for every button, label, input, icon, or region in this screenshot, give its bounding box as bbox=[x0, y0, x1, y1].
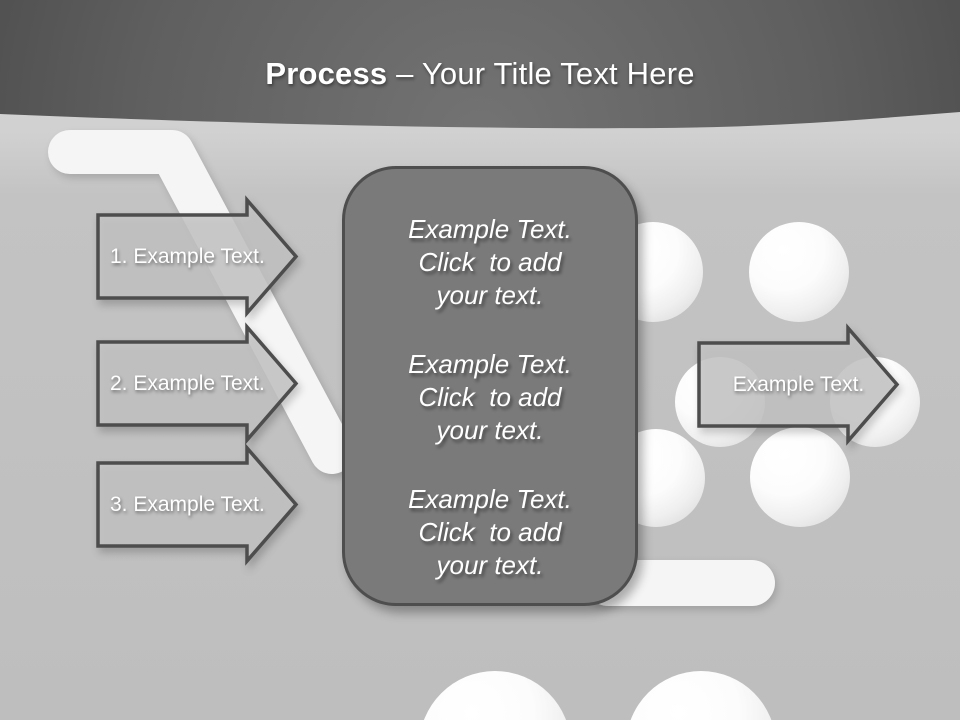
center-text-panel[interactable]: Example Text. Click to add your text. Ex… bbox=[342, 166, 638, 606]
title-regular-text: – Your Title Text Here bbox=[387, 56, 695, 91]
process-step-arrow-3[interactable]: 3. Example Text. bbox=[96, 443, 299, 566]
process-step-arrow-1[interactable]: 1. Example Text. bbox=[96, 195, 299, 318]
panel-text-line: Click to add bbox=[418, 247, 562, 277]
arrow-label: 2. Example Text. bbox=[110, 371, 265, 395]
title-bold-text: Process bbox=[265, 56, 388, 91]
header-band bbox=[0, 0, 960, 129]
arrow-right-shape bbox=[96, 195, 299, 318]
process-result-arrow[interactable]: Example Text. bbox=[697, 323, 900, 446]
panel-text-line: your text. bbox=[436, 415, 544, 445]
arrow-label: 3. Example Text. bbox=[110, 492, 265, 516]
page-title[interactable]: Process – Your Title Text Here bbox=[0, 0, 960, 92]
sphere-decoration bbox=[750, 427, 850, 527]
panel-text-line: your text. bbox=[436, 550, 544, 580]
panel-text-line: Example Text. bbox=[408, 349, 572, 379]
arrow-label: Example Text. bbox=[732, 372, 865, 396]
sphere-decoration bbox=[749, 222, 849, 322]
arrow-label: 1. Example Text. bbox=[110, 244, 265, 268]
panel-text-line: Click to add bbox=[418, 517, 562, 547]
panel-text-line: your text. bbox=[436, 280, 544, 310]
cart-wheel-sphere bbox=[423, 671, 567, 720]
text-block: Example Text. Click to add your text. bbox=[408, 348, 572, 447]
cart-handle-tube bbox=[48, 130, 354, 474]
text-block: Example Text. Click to add your text. bbox=[408, 213, 572, 312]
process-step-arrow-2[interactable]: 2. Example Text. bbox=[96, 322, 299, 445]
header-curve-shape bbox=[0, 0, 960, 129]
panel-text-line: Click to add bbox=[418, 382, 562, 412]
arrow-right-shape bbox=[96, 322, 299, 445]
cart-wheel-sphere bbox=[630, 671, 772, 720]
panel-text-line: Example Text. bbox=[408, 214, 572, 244]
arrow-right-shape bbox=[697, 323, 900, 446]
text-block: Example Text. Click to add your text. bbox=[408, 483, 572, 582]
arrow-right-shape bbox=[96, 443, 299, 566]
panel-text-line: Example Text. bbox=[408, 484, 572, 514]
